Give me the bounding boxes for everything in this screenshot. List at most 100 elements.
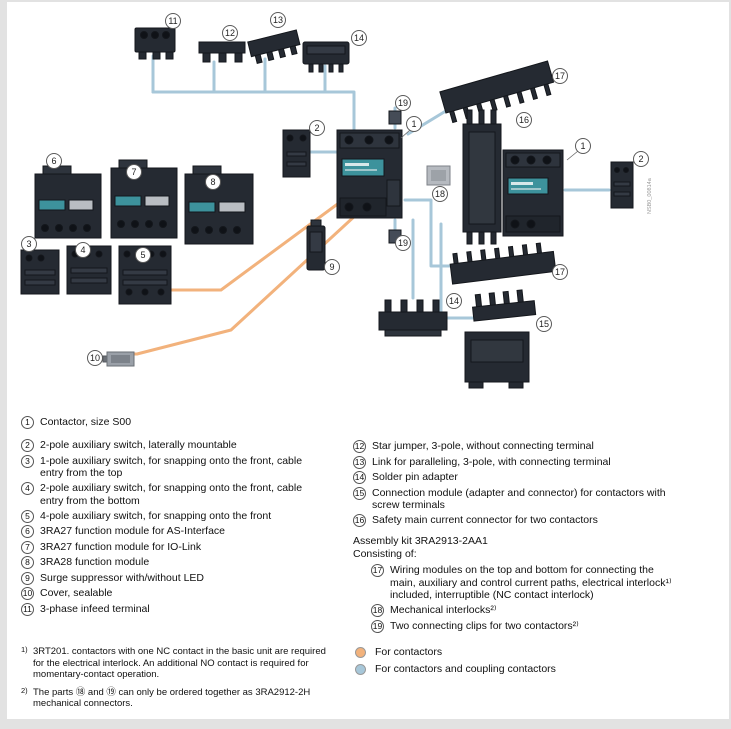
aux-switch-1pole-component	[20, 249, 60, 295]
assembly-kit-title: Assembly kit 3RA2913-2AA1	[353, 535, 488, 547]
callout-6: 6	[46, 153, 62, 169]
sealable-cover-component	[102, 351, 135, 367]
connecting-clip-top-component	[388, 110, 402, 125]
svg-text:1: 1	[411, 119, 416, 129]
item-number-badge: 2	[21, 439, 34, 452]
svg-text:2: 2	[314, 123, 319, 133]
callout-7: 7	[126, 164, 142, 180]
callout-13: 13	[270, 12, 286, 28]
item-number-badge: 3	[21, 454, 34, 468]
legend-item-9: 9 Surge suppressor with/without LED	[21, 571, 351, 585]
callout-12: 12	[222, 25, 238, 41]
legend-item-text: Mechanical interlocks²⁾	[390, 604, 497, 616]
function-module-iolink-component	[110, 159, 178, 239]
legend-item-text: Solder pin adapter	[372, 471, 458, 483]
legend-item-text: 3RA27 function module for AS-Interface	[40, 525, 226, 537]
callout-19-top: 19	[395, 95, 411, 111]
item-number-badge: 16	[353, 514, 366, 527]
key-row-blue: For contactors and coupling contactors	[355, 662, 729, 677]
item-number-badge: 18	[371, 604, 384, 617]
svg-text:19: 19	[398, 238, 408, 248]
function-module-asi-component	[34, 165, 102, 239]
callout-leaders	[400, 129, 579, 161]
svg-text:15: 15	[539, 319, 549, 329]
item-number-badge: 14	[353, 471, 366, 484]
connection-module-component	[464, 289, 537, 389]
legend-item-text: Link for paralleling, 3-pole, with conne…	[372, 455, 611, 468]
legend-item-2: 2 2-pole auxiliary switch, laterally moun…	[21, 439, 351, 452]
svg-text:17: 17	[555, 267, 565, 277]
svg-text:11: 11	[168, 16, 177, 26]
legend-item-1: 1 Contactor, size S00	[21, 416, 351, 429]
assembly-diagram: NSB0_00814a 11 12 13 14 17 19 2 1 16 1 2…	[20, 12, 653, 389]
svg-text:6: 6	[51, 156, 56, 166]
svg-text:2: 2	[638, 154, 643, 164]
callout-5: 5	[135, 247, 151, 263]
legend-item-text: Surge suppressor with/without LED	[40, 571, 204, 584]
callouts: 11 12 13 14 17 19 2 1 16 1 2 18 6 7 8 3 …	[21, 12, 649, 366]
legend-item-text: Safety main current connector for two co…	[372, 514, 598, 526]
svg-text:3: 3	[26, 239, 31, 249]
item-number-badge: 15	[353, 486, 366, 500]
svg-text:14: 14	[354, 33, 364, 43]
footnote-marker: 2)	[21, 685, 28, 695]
aux-switch-right-component	[610, 161, 634, 209]
callout-4: 4	[75, 242, 91, 258]
callout-14-top: 14	[351, 30, 367, 46]
svg-text:4: 4	[80, 245, 85, 255]
blue-key-dot	[355, 663, 366, 675]
item-number-badge: 8	[21, 556, 34, 569]
svg-text:7: 7	[131, 167, 136, 177]
legend-item-text: 1-pole auxiliary switch, for snapping on…	[40, 454, 303, 480]
legend-item-13: 13 Link for paralleling, 3-pole, with con…	[353, 455, 729, 469]
solder-pin-adapter-bottom-component	[378, 299, 448, 337]
legend-item-text: 3RA27 function module for IO-Link	[40, 540, 202, 553]
legend-item-text: Contactor, size S00	[40, 416, 132, 428]
svg-text:10: 10	[90, 353, 100, 363]
callout-3: 3	[21, 236, 37, 252]
callout-1-right: 1	[575, 138, 591, 154]
item-number-badge: 10	[21, 587, 34, 600]
contactor-right-component	[502, 149, 564, 237]
legend-item-7: 7 3RA27 function module for IO-Link	[21, 540, 351, 554]
color-key: For contactors For contactors and coupli…	[355, 645, 729, 677]
aux-switch-lateral-component	[282, 129, 311, 178]
item-number-badge: 6	[21, 525, 34, 538]
svg-text:12: 12	[225, 28, 235, 38]
item-number-badge: 5	[21, 509, 34, 523]
legend-item-text: 3-phase infeed terminal	[40, 602, 150, 615]
svg-text:5: 5	[140, 250, 145, 260]
solder-pin-adapter-top-component	[302, 41, 350, 73]
legend-item-text: Wiring modules on the top and bottom for…	[390, 564, 672, 601]
assembly-kit-subtitle: Consisting of:	[353, 548, 417, 560]
callout-2-left: 2	[309, 120, 325, 136]
item-number-badge: 1	[21, 416, 34, 429]
legend-item-text: 2-pole auxiliary switch, laterally mount…	[40, 439, 237, 451]
item-number-badge: 19	[371, 619, 384, 633]
callout-8: 8	[205, 174, 221, 190]
mechanical-interlock-component	[426, 165, 451, 186]
legend-item-text: Star jumper, 3-pole, without connecting …	[372, 440, 594, 452]
svg-text:18: 18	[435, 189, 445, 199]
footnote-text: The parts ⑱ and ⑲ can only be ordered to…	[33, 686, 311, 710]
wiring-module-top-component	[439, 60, 555, 124]
item-number-badge: 7	[21, 540, 34, 554]
item-number-badge: 13	[353, 455, 366, 469]
svg-text:13: 13	[273, 15, 283, 25]
svg-text:9: 9	[329, 262, 334, 272]
svg-text:16: 16	[519, 115, 529, 125]
callout-11: 11	[165, 13, 181, 29]
infeed-terminal-component	[134, 27, 176, 60]
callout-17-top: 17	[552, 68, 568, 84]
item-number-badge: 9	[21, 571, 34, 585]
legend-item-text: 2-pole auxiliary switch, for snapping on…	[40, 482, 303, 507]
callout-19-bottom: 19	[395, 235, 411, 251]
legend-item-6: 6 3RA27 function module for AS-Interface	[21, 525, 351, 538]
